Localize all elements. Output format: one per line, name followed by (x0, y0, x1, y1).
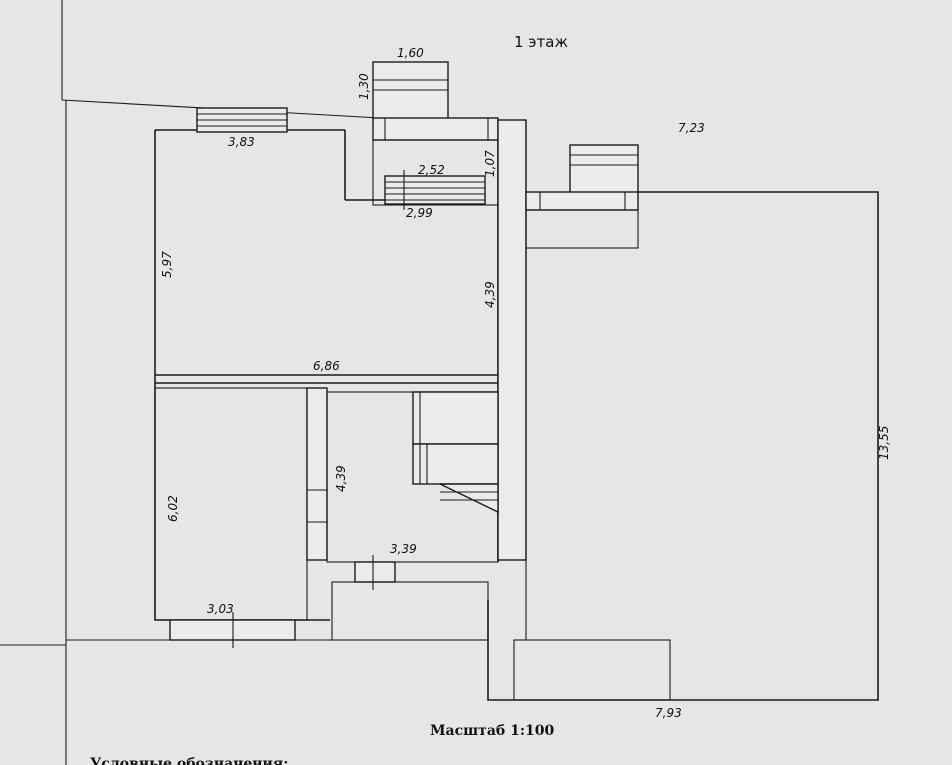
dim-top-left-window: 3,83 (228, 135, 255, 149)
room-bottom-left (154, 387, 328, 648)
dim-bottom-left-height: 6,02 (166, 495, 180, 522)
annex-walls (487, 191, 879, 701)
legend-heading: Условные обозначения: (90, 756, 288, 765)
annex-inner-block (513, 639, 671, 701)
dim-bottom-left-width: 3,03 (207, 602, 234, 616)
dim-annex-width: 7,23 (678, 121, 705, 135)
annex-porch (525, 144, 639, 249)
dim-annex-bottom: 7,93 (655, 706, 682, 720)
dim-stair-top: 2,52 (418, 163, 445, 177)
dim-stair-bottom: 2,99 (406, 206, 433, 220)
dim-corridor-height: 4,39 (483, 281, 497, 308)
vestibule-stair (372, 139, 499, 210)
floor-title: 1 этаж (514, 33, 568, 51)
room-bath (326, 391, 499, 641)
dim-bath-height: 4,39 (334, 465, 348, 492)
dim-porch-depth: 1,30 (357, 73, 371, 100)
corridor-column (497, 119, 527, 640)
window-top-left (196, 107, 288, 133)
dim-bath-width: 3,39 (390, 542, 417, 556)
dim-left-room-height: 5,97 (160, 251, 174, 278)
dim-middle-width: 6,86 (313, 359, 340, 373)
dim-annex-height: 13,55 (877, 426, 891, 460)
dim-porch-width: 1,60 (397, 46, 424, 60)
dim-stair-side: 1,07 (483, 150, 497, 177)
porch (372, 61, 499, 141)
scale-label: Масштаб 1:100 (430, 723, 554, 739)
